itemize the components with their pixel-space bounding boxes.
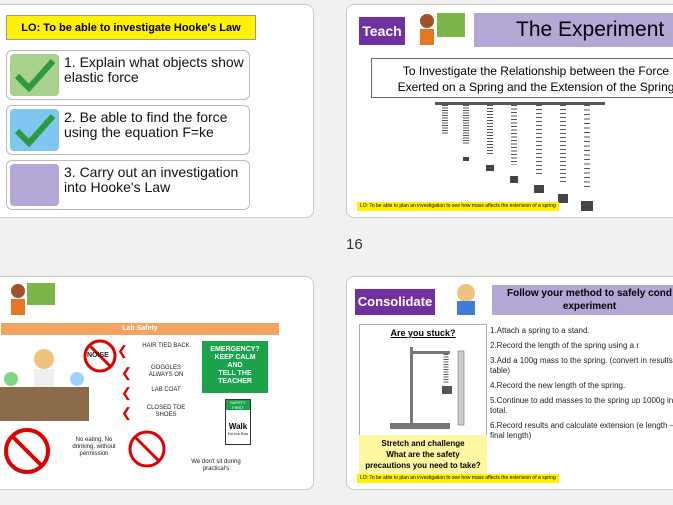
slide-footer: LO: To be able to plan an investigation … <box>357 202 559 211</box>
objective-3: 3. Carry out an investigation into Hooke… <box>6 160 250 210</box>
slide-title: The Experiment <box>474 13 673 47</box>
arrow-left-icon: ❮ <box>121 405 132 420</box>
safety-label-shoes: CLOSED TOE SHOES <box>146 405 186 418</box>
lab-safety-heading: Lab Safety <box>1 323 279 335</box>
teach-label: Teach <box>359 17 405 45</box>
method-steps: 1.Attach a spring to a stand. 2.Record t… <box>490 326 673 446</box>
walk-sign: SAFETY FIRST Walk Do not Run <box>225 399 251 445</box>
objective-2: 2. Be able to find the force using the e… <box>6 105 250 155</box>
check-icon <box>10 54 59 96</box>
safety-label-hair: HAIR TIED BACK <box>142 343 190 349</box>
method-step: 4.Record the new length of the spring. <box>490 381 626 390</box>
consolidate-header: Follow your method to safely cond experi… <box>492 285 673 315</box>
learning-objective: LO: To be able to investigate Hooke's La… <box>6 15 256 40</box>
no-sitting-icon <box>128 430 166 468</box>
arrow-left-icon: ❮ <box>121 385 132 400</box>
stuck-heading: Are you stuck? <box>390 328 456 338</box>
slide-thumbnail-consolidate[interactable]: Consolidate Follow your method to safely… <box>346 276 673 490</box>
method-step: 6.Record results and calculate extension… <box>490 421 673 440</box>
consolidate-label: Consolidate <box>355 289 435 315</box>
student-icon <box>457 284 475 315</box>
no-sitting-text: We don't sit during practical's <box>191 459 241 472</box>
method-step: 1.Attach a spring to a stand. <box>490 326 590 335</box>
emergency-sign: EMERGENCY? KEEP CALM AND TELL THE TEACHE… <box>202 341 268 393</box>
check-icon <box>10 109 59 151</box>
method-step: 5.Continue to add masses to the spring u… <box>490 396 673 415</box>
experiment-aim: To Investigate the Relationship between … <box>371 58 673 98</box>
scientist-lab-bench-image <box>0 349 89 421</box>
noise-label: NOISE <box>87 352 109 359</box>
method-step: 2.Record the length of the spring using … <box>490 341 639 350</box>
objective-color-box <box>10 164 59 206</box>
slide-thumbnail-lab-safety[interactable]: Lab Safety NOISE ❮ ❮ ❮ ❮ HAIR TIED BACK … <box>0 276 314 490</box>
objective-1: 1. Explain what objects show elastic for… <box>6 50 250 100</box>
teacher-icon <box>420 13 465 45</box>
teacher-icon <box>11 283 55 315</box>
safety-label-goggles: GOGGLES ALWAYS ON <box>148 365 184 378</box>
arrow-left-icon: ❮ <box>117 343 128 358</box>
arrow-left-icon: ❮ <box>121 365 132 380</box>
stretch-challenge: Stretch and challenge What are the safet… <box>359 435 487 474</box>
clamp-stand-diagram <box>390 347 465 429</box>
no-food-icon <box>4 428 50 474</box>
slide-footer: LO: To be able to plan an investigation … <box>357 474 559 483</box>
slide-thumbnail-experiment[interactable]: Teach The Experiment To Investigate the … <box>346 4 673 218</box>
slide-number: 16 <box>346 236 363 253</box>
springs-diagram <box>435 102 605 211</box>
slide-thumbnail-objectives[interactable]: LO: To be able to investigate Hooke's La… <box>0 4 314 218</box>
method-step: 3.Add a 100g mass to the spring. (conver… <box>490 356 673 375</box>
no-food-text: No eating, No drinking, without permissi… <box>72 437 116 457</box>
safety-label-labcoat: LAB COAT <box>151 387 181 393</box>
no-noise-icon <box>83 339 117 373</box>
